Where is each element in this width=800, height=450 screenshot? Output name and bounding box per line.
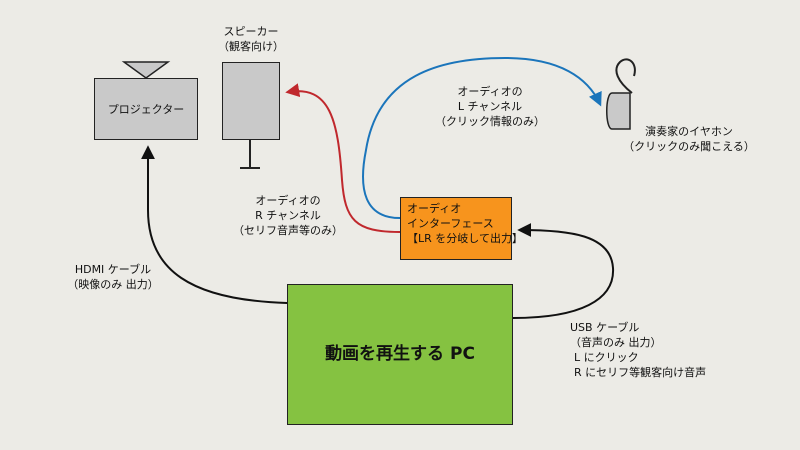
pc-label: 動画を再生する PC (325, 344, 475, 364)
audio-r-channel-label: オーディオの R チャンネル （セリフ音声等のみ） (233, 194, 343, 237)
audio-interface-line3: 【LR を分岐して出力】 (407, 232, 523, 245)
audio-interface-line2: インターフェース (407, 217, 494, 230)
speaker-box (222, 62, 280, 140)
hdmi-cable-line (141, 145, 288, 304)
speaker-label: スピーカー （観客向け） (218, 25, 284, 53)
audio-l-channel-line (362, 56, 602, 219)
projector-box: プロジェクター (94, 78, 198, 140)
audio-interface-line1: オーディオ (407, 202, 462, 215)
pc-box: 動画を再生する PC (287, 284, 513, 425)
earphone-icon (606, 58, 636, 130)
audio-l-channel-label: オーディオの L チャンネル （クリック情報のみ） (435, 85, 545, 128)
earphone-label: 演奏家のイヤホン （クリックのみ聞こえる） (623, 125, 755, 153)
speaker-stand-icon (240, 140, 260, 169)
usb-cable-line (512, 223, 615, 319)
projector-antenna-icon (121, 61, 171, 79)
audio-r-channel-line (285, 83, 401, 233)
hdmi-cable-label: HDMI ケーブル （映像のみ 出力） (67, 263, 159, 291)
usb-cable-label: USB ケーブル （音声のみ 出力） L にクリック R にセリフ等観客向け音声 (570, 321, 707, 379)
projector-label: プロジェクター (107, 103, 185, 116)
audio-interface-box: オーディオ インターフェース 【LR を分岐して出力】 (400, 197, 523, 260)
